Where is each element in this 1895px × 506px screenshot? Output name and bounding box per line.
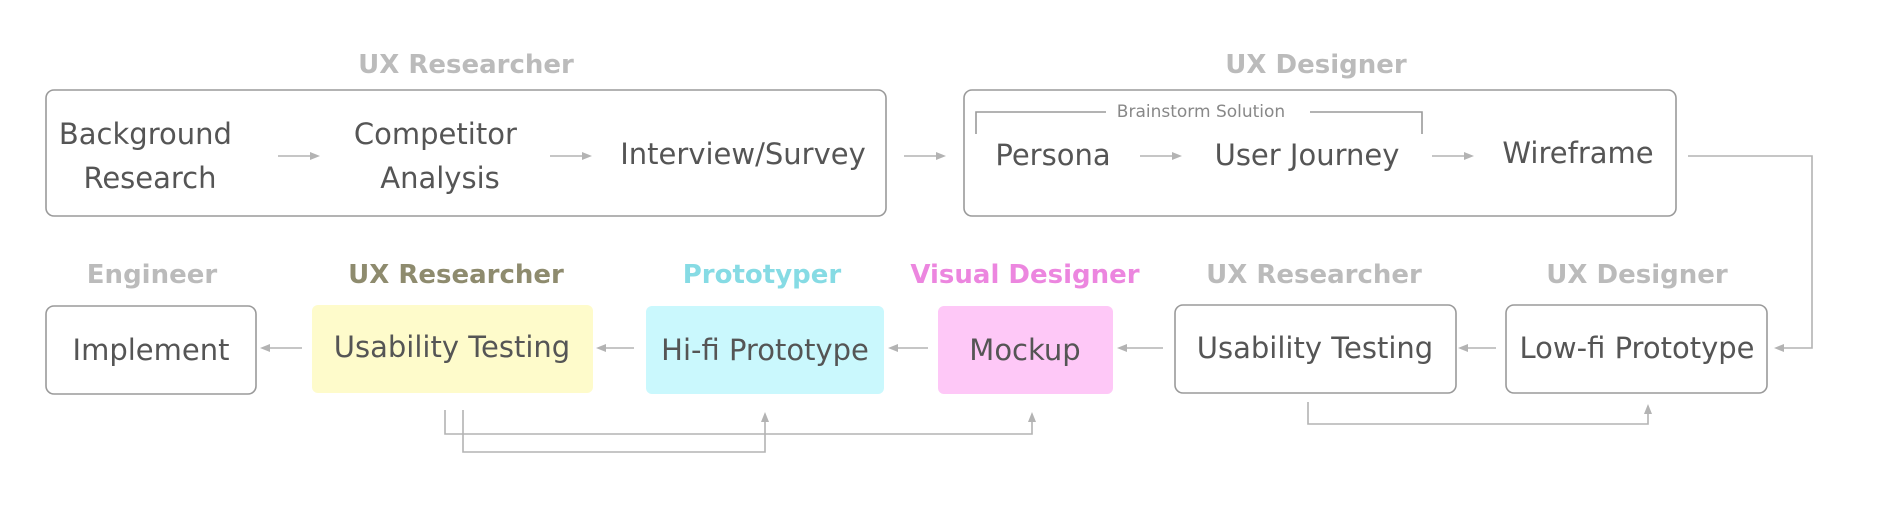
step-background-research: Background Research (59, 117, 241, 195)
arrow-persona-to-journey (1140, 152, 1182, 160)
arrow-lowfi-to-usability-early (1458, 344, 1496, 352)
role-visual-designer: Visual Designer (910, 260, 1139, 290)
brainstorm-solution-label: Brainstorm Solution (1117, 102, 1285, 122)
step-hifi-prototype: Hi-fi Prototype (661, 333, 869, 367)
arrow-competitor-to-interview (550, 152, 592, 160)
arrow-background-to-competitor (278, 152, 320, 160)
step-mockup: Mockup (969, 333, 1080, 367)
brainstorm-bracket-right (1310, 111, 1423, 134)
step-background-research-line1: Background (59, 117, 232, 151)
usability-testing-final-box (312, 305, 593, 393)
hifi-prototype-box (646, 306, 884, 394)
usability-testing-early-box (1174, 304, 1457, 394)
step-background-research-line2: Research (83, 161, 216, 195)
step-competitor-analysis-line1: Competitor (354, 117, 517, 151)
role-ux-researcher-top: UX Researcher (358, 50, 574, 80)
role-ux-researcher-final: UX Researcher (348, 260, 564, 290)
step-implement: Implement (73, 333, 230, 367)
step-wireframe: Wireframe (1502, 136, 1653, 170)
role-prototyper: Prototyper (683, 260, 842, 290)
step-usability-testing-early: Usability Testing (1197, 331, 1433, 365)
loop-usability-early-to-lowfi (1307, 402, 1652, 425)
loop-usability-final-to-mockup (444, 410, 1036, 435)
mockup-box (938, 306, 1113, 394)
step-user-journey: User Journey (1215, 138, 1400, 172)
step-lowfi-prototype: Low-fi Prototype (1520, 331, 1755, 365)
role-ux-researcher-early: UX Researcher (1206, 260, 1422, 290)
role-engineer: Engineer (87, 260, 218, 290)
step-usability-testing-final: Usability Testing (334, 330, 570, 364)
step-competitor-analysis: Competitor Analysis (354, 117, 526, 195)
design-phase-box (963, 89, 1677, 217)
implement-box (45, 305, 257, 395)
role-ux-designer-bottom: UX Designer (1546, 260, 1728, 290)
lowfi-prototype-box (1505, 304, 1768, 394)
arrow-research-to-design (904, 152, 946, 160)
step-persona: Persona (995, 138, 1110, 172)
step-competitor-analysis-line2: Analysis (380, 161, 499, 195)
arrow-hifi-to-usability-final (596, 344, 634, 352)
brainstorm-bracket-left (975, 111, 1106, 134)
arrow-wireframe-to-lowfi (1688, 155, 1813, 352)
arrow-mockup-to-hifi (888, 344, 928, 352)
arrow-journey-to-wireframe (1432, 152, 1474, 160)
step-interview-survey: Interview/Survey (620, 137, 866, 171)
arrow-usability-early-to-mockup (1117, 344, 1163, 352)
loop-usability-final-to-hifi (462, 410, 769, 453)
research-phase-box (45, 89, 887, 217)
role-ux-designer-top: UX Designer (1225, 50, 1407, 80)
arrow-usability-final-to-implement (260, 344, 302, 352)
